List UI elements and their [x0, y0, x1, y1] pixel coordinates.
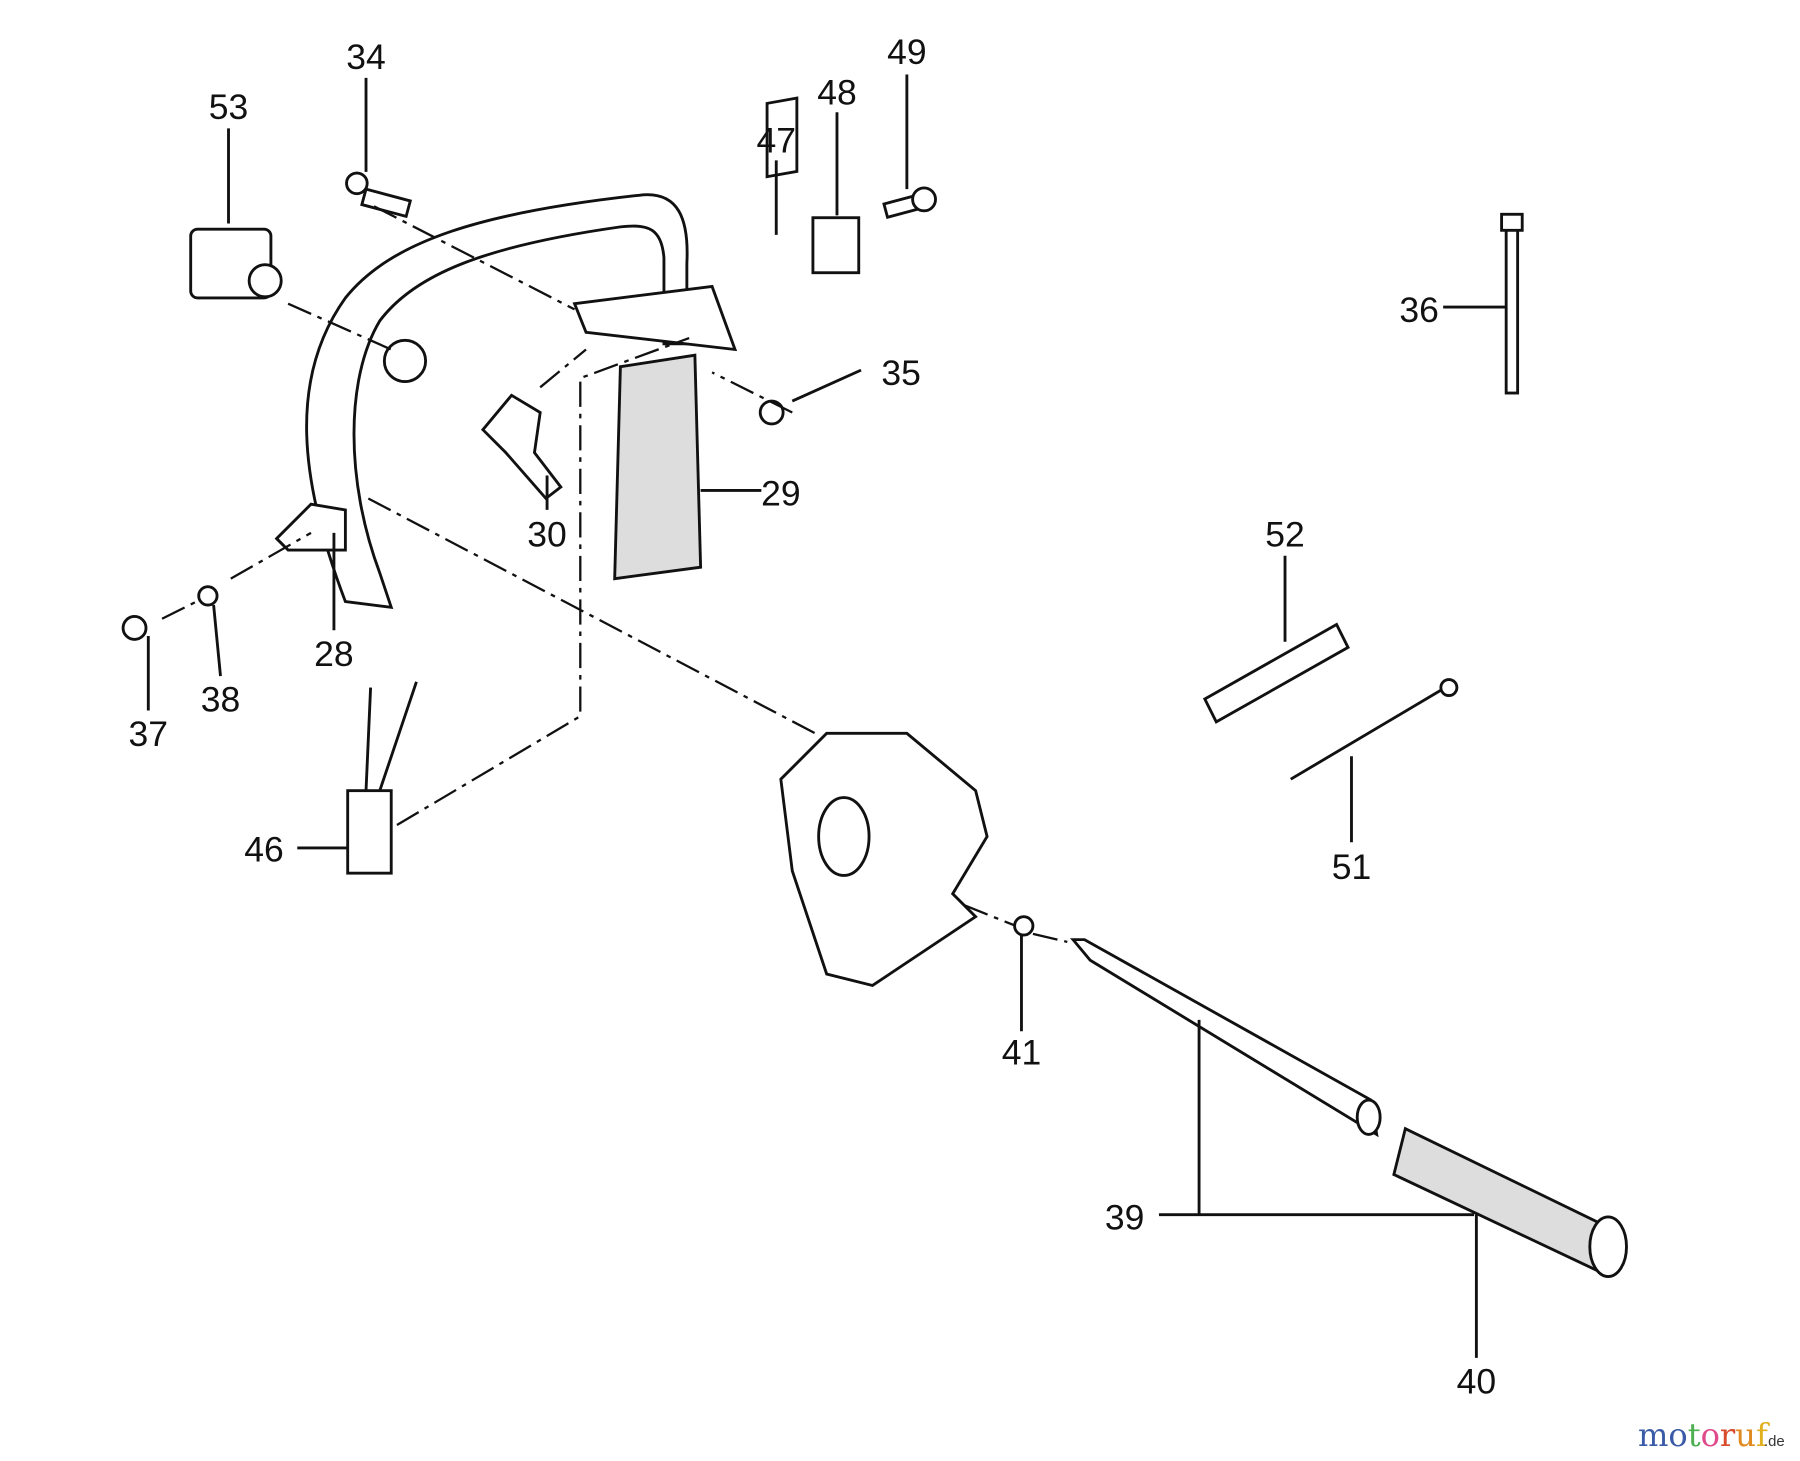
part-36-cable-tie — [1504, 222, 1520, 395]
leader-lines — [146, 74, 1506, 1358]
part-29-rear-grip — [613, 353, 703, 581]
label-36: 36 — [1399, 290, 1439, 330]
part-41-washer — [1013, 915, 1035, 937]
housing-bore — [817, 796, 871, 877]
tie-head — [1500, 212, 1524, 232]
bolt-head — [345, 171, 369, 196]
svg-text:motoruf: motoruf — [1638, 1416, 1770, 1454]
part-48-block — [811, 216, 861, 275]
assembly-lines — [161, 205, 1068, 944]
screw-head — [911, 186, 937, 213]
label-28: 28 — [314, 634, 354, 674]
label-47: 47 — [756, 120, 796, 160]
part-37-screw — [121, 615, 148, 641]
label-34: 34 — [346, 37, 386, 77]
label-40: 40 — [1457, 1361, 1497, 1401]
part-51-rod — [1290, 686, 1447, 781]
watermark-logo: motoruf .de — [1638, 1416, 1785, 1454]
part-47-plate — [765, 96, 799, 179]
label-29: 29 — [761, 473, 801, 513]
label-53: 53 — [209, 87, 249, 127]
label-30: 30 — [527, 515, 567, 555]
grip-end — [1588, 1215, 1628, 1278]
part-35-nut — [758, 399, 785, 426]
label-38: 38 — [201, 680, 241, 720]
label-52: 52 — [1265, 515, 1305, 555]
rod-eye — [1439, 678, 1459, 697]
label-49: 49 — [887, 32, 927, 72]
housing — [779, 731, 989, 988]
label-39: 39 — [1105, 1198, 1145, 1238]
label-48: 48 — [817, 72, 857, 112]
connector-wires — [364, 681, 418, 792]
grip-bracket — [572, 284, 738, 352]
shaft-end — [1355, 1098, 1382, 1136]
handle-mount-hole — [382, 338, 428, 384]
part-38-washer — [197, 585, 219, 607]
label-51: 51 — [1332, 847, 1372, 887]
label-37: 37 — [129, 714, 169, 754]
switch-knob — [247, 263, 283, 299]
part-46-connector — [346, 789, 393, 875]
part-39-shaft — [1069, 938, 1379, 1138]
svg-text:.de: .de — [1764, 1434, 1785, 1450]
part-30-trigger — [480, 393, 563, 501]
label-35: 35 — [881, 353, 921, 393]
label-41: 41 — [1002, 1033, 1042, 1073]
part-40-side-grip — [1392, 1126, 1608, 1275]
label-46: 46 — [244, 830, 284, 870]
part-52-spring — [1202, 622, 1350, 724]
